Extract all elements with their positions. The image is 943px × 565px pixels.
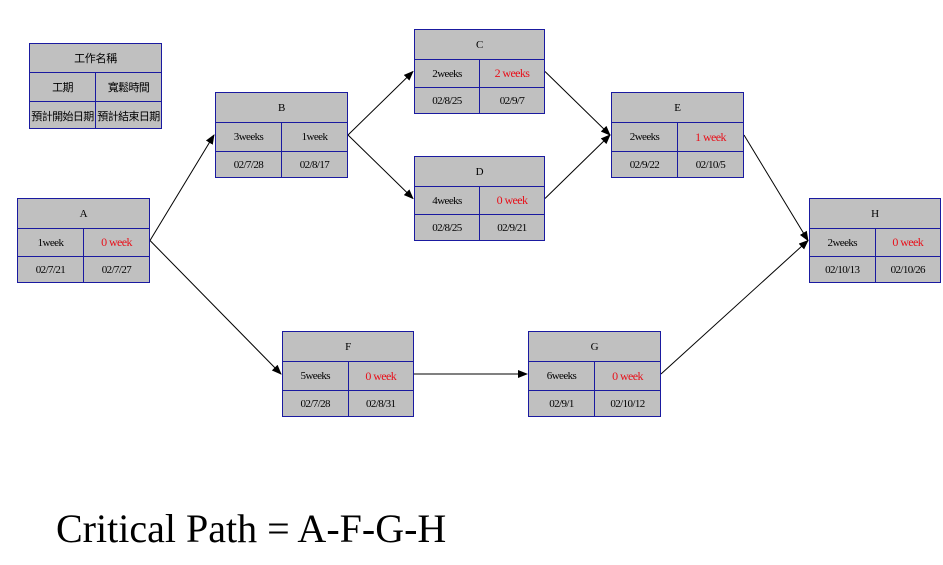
task-slack: 0 week bbox=[594, 362, 660, 390]
task-end-date: 02/10/26 bbox=[874, 257, 941, 283]
task-node-d: D 4weeks 0 week 02/8/25 02/9/21 bbox=[414, 156, 545, 241]
edge-a-b bbox=[149, 134, 215, 241]
task-node-f: F 5weeks 0 week 02/7/28 02/8/31 bbox=[282, 331, 414, 417]
task-duration: 5weeks bbox=[300, 370, 331, 382]
edge-b-c bbox=[347, 70, 414, 136]
task-name: B bbox=[277, 101, 286, 114]
task-start-date: 02/9/1 bbox=[549, 398, 574, 410]
task-node-g: G 6weeks 0 week 02/9/1 02/10/12 bbox=[528, 331, 661, 417]
task-duration: 2weeks bbox=[827, 236, 858, 249]
task-end-date: 02/10/12 bbox=[594, 391, 660, 417]
legend-duration-label: 工期 bbox=[52, 82, 73, 94]
task-end-date: 02/8/17 bbox=[281, 152, 347, 178]
legend-end-label: 預計結束日期 bbox=[95, 102, 161, 129]
legend-name-label: 工作名稱 bbox=[74, 53, 117, 65]
critical-path-text: Critical Path = A-F-G-H bbox=[56, 506, 447, 551]
task-duration: 6weeks bbox=[546, 370, 577, 382]
task-node-h: H 2weeks 0 week 02/10/13 02/10/26 bbox=[809, 198, 941, 283]
task-slack: 0 week bbox=[479, 187, 544, 214]
task-start-date: 02/8/25 bbox=[432, 222, 462, 234]
task-start-date: 02/7/28 bbox=[233, 159, 264, 171]
edge-d-e bbox=[544, 134, 611, 199]
edge-e-h bbox=[743, 134, 809, 242]
task-node-c: C 2weeks 2 weeks 02/8/25 02/9/7 bbox=[414, 29, 545, 114]
task-name: F bbox=[345, 340, 351, 353]
edge-b-d bbox=[347, 134, 414, 200]
task-duration: 4weeks bbox=[432, 194, 462, 207]
task-name: H bbox=[871, 207, 879, 220]
task-name: E bbox=[674, 101, 681, 114]
task-name: A bbox=[79, 207, 88, 220]
task-name: G bbox=[590, 340, 599, 353]
task-duration: 2weeks bbox=[432, 67, 462, 80]
task-node-b: B 3weeks 1week 02/7/28 02/8/17 bbox=[215, 92, 348, 178]
task-duration: 2weeks bbox=[629, 131, 660, 143]
edge-g-h bbox=[660, 239, 809, 375]
task-end-date: 02/10/5 bbox=[677, 152, 743, 178]
task-duration: 1week bbox=[37, 236, 64, 249]
task-start-date: 02/8/25 bbox=[432, 95, 462, 107]
task-start-date: 02/10/13 bbox=[825, 264, 860, 276]
edge-c-e bbox=[544, 71, 611, 136]
task-slack: 0 week bbox=[874, 229, 941, 256]
task-slack: 0 week bbox=[347, 362, 414, 390]
legend-start-label: 預計開始日期 bbox=[31, 110, 94, 123]
task-end-date: 02/7/27 bbox=[83, 257, 149, 283]
task-slack: 0 week bbox=[83, 229, 149, 256]
legend-box: 工作名稱 工期 寬鬆時間 預計開始日期 預計結束日期 bbox=[29, 43, 162, 129]
task-end-date: 02/8/31 bbox=[347, 391, 414, 417]
task-node-e: E 2weeks 1 week 02/9/22 02/10/5 bbox=[611, 92, 744, 178]
task-slack: 1week bbox=[281, 123, 347, 151]
task-slack: 2 weeks bbox=[479, 60, 544, 87]
task-name: D bbox=[475, 165, 484, 178]
edge-a-f bbox=[149, 240, 282, 375]
legend-slack-label: 寬鬆時間 bbox=[95, 73, 161, 101]
task-name: C bbox=[475, 38, 484, 51]
task-duration: 3weeks bbox=[233, 131, 264, 143]
task-slack: 1 week bbox=[677, 123, 743, 151]
task-start-date: 02/9/22 bbox=[629, 159, 660, 171]
task-start-date: 02/7/21 bbox=[35, 264, 66, 276]
task-end-date: 02/9/21 bbox=[479, 215, 544, 241]
task-node-a: A 1week 0 week 02/7/21 02/7/27 bbox=[17, 198, 150, 283]
task-end-date: 02/9/7 bbox=[479, 88, 544, 114]
task-start-date: 02/7/28 bbox=[300, 398, 331, 410]
